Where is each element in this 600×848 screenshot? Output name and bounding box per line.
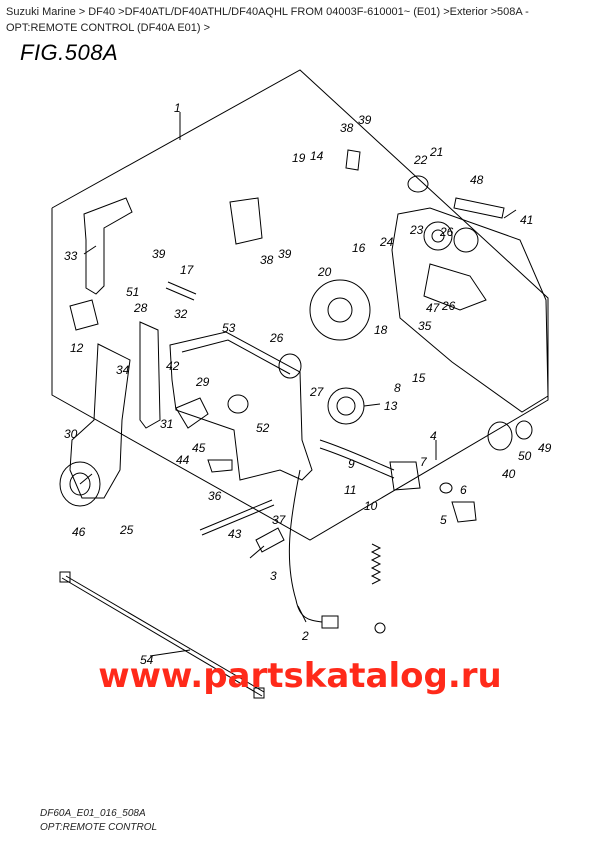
footer-caption: OPT:REMOTE CONTROL (40, 822, 158, 833)
harness-cable (288, 469, 323, 623)
cover-plate (391, 207, 549, 413)
callout-49: 49 (538, 441, 552, 455)
callout-30: 30 (64, 427, 78, 441)
callout-5: 5 (440, 513, 447, 527)
callout-22: 22 (413, 153, 428, 167)
callout-39a: 39 (358, 113, 372, 127)
callout-36: 36 (208, 489, 222, 503)
callout-14: 14 (310, 149, 324, 163)
lever-boss (59, 461, 101, 507)
callout-7: 7 (420, 455, 428, 469)
callout-19: 19 (292, 151, 306, 165)
callout-13: 13 (384, 399, 398, 413)
callout-45: 45 (192, 441, 206, 455)
callout-31: 31 (160, 417, 173, 431)
figure-title: FIG.508A (20, 40, 119, 65)
lever-arm (69, 343, 131, 499)
callout-48: 48 (470, 173, 484, 187)
callout-10: 10 (364, 499, 378, 513)
callout-23: 23 (409, 223, 424, 237)
callout-37: 37 (272, 513, 287, 527)
callout-43: 43 (228, 527, 242, 541)
callout-54: 54 (140, 653, 154, 667)
callout-3: 3 (270, 569, 277, 583)
callout-15: 15 (412, 371, 426, 385)
callout-11: 11 (344, 483, 356, 497)
callout-53: 53 (222, 321, 236, 335)
callout-25: 25 (119, 523, 134, 537)
callout-52: 52 (256, 421, 270, 435)
callout-46: 46 (72, 525, 86, 539)
callout-44: 44 (176, 453, 190, 467)
callout-28: 28 (133, 301, 148, 315)
callout-51: 51 (126, 285, 139, 299)
buzzer (327, 387, 365, 425)
callout-6: 6 (460, 483, 467, 497)
callout-41: 41 (520, 213, 533, 227)
callout-26c: 26 (439, 225, 454, 239)
callout-26a: 26 (269, 331, 284, 345)
callout-40: 40 (502, 467, 516, 481)
callout-35: 35 (418, 319, 432, 333)
callout-26b: 26 (441, 299, 456, 313)
control-housing (169, 331, 313, 481)
callout-34: 34 (116, 363, 130, 377)
callout-18: 18 (374, 323, 388, 337)
callout-32: 32 (174, 307, 188, 321)
callout-17: 17 (180, 263, 195, 277)
watermark: www.partskatalog.ru (98, 656, 502, 696)
callout-42: 42 (166, 359, 180, 373)
callout-21: 21 (429, 145, 443, 159)
callout-33: 33 (64, 249, 78, 263)
callout-12: 12 (70, 341, 84, 355)
callout-2: 2 (301, 629, 309, 643)
callout-9: 9 (348, 457, 355, 471)
callout-29: 29 (195, 375, 210, 389)
callout-24: 24 (379, 235, 394, 249)
callout-38a: 38 (340, 121, 354, 135)
breadcrumb[interactable]: Suzuki Marine > DF40 >DF40ATL/DF40ATHL/D… (6, 6, 529, 34)
callout-50: 50 (518, 449, 532, 463)
callout-47: 47 (426, 301, 441, 315)
callout-16: 16 (352, 241, 366, 255)
footer-code: DF60A_E01_016_508A (40, 808, 146, 819)
callout-8: 8 (394, 381, 401, 395)
callout-1: 1 (174, 101, 181, 115)
callout-20: 20 (317, 265, 332, 279)
gear-disc (309, 279, 371, 341)
callout-38b: 38 (260, 253, 274, 267)
callout-39b: 39 (278, 247, 292, 261)
callout-4: 4 (430, 429, 437, 443)
callout-39c: 39 (152, 247, 166, 261)
assembly-frame (51, 69, 549, 541)
callout-27: 27 (309, 385, 325, 399)
lever-handle (83, 197, 133, 295)
